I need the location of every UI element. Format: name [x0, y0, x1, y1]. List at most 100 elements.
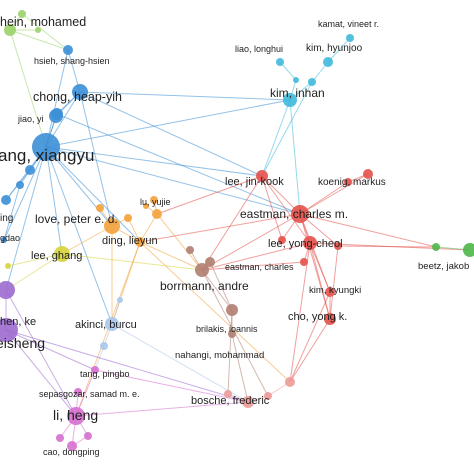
edge-blue-c-blue-left-2	[3, 184, 21, 241]
edge-love-peter-lee-ghang	[61, 225, 113, 255]
node-rd-b[interactable]	[278, 236, 286, 244]
edge-lee-yong-cheol-borrmann-andre	[201, 242, 311, 271]
node-nahangi-mohammad[interactable]	[228, 330, 236, 338]
label-layer: hein, mohamed hsieh, shang-hsien chong, …	[0, 15, 469, 457]
node-lu-b[interactable]	[143, 203, 149, 209]
edge-or-a-ding-lieyun	[139, 213, 158, 243]
node-label-lu-yujie: lu, yujie	[140, 197, 171, 207]
node-label-akinci-burcu: akinci, burcu	[75, 319, 137, 331]
node-label-chen-ke: hen, ke	[0, 316, 36, 328]
node-lee-yong-cheol[interactable]	[303, 236, 317, 250]
edge-eastman-charles-m-beetz-b	[299, 213, 437, 248]
node-pk-b[interactable]	[285, 377, 295, 387]
node-label-blue-left-2: gdao	[0, 233, 20, 243]
node-beetz-jakob[interactable]	[463, 243, 474, 257]
node-blue-b[interactable]	[25, 165, 35, 175]
node-hm-b[interactable]	[35, 27, 41, 33]
node-label-nahangi-mohammad: nahangi, mohammad	[175, 350, 264, 361]
node-lee-jin-kook[interactable]	[256, 170, 268, 182]
edge-weisheng-li-heng	[5, 329, 77, 417]
edge-eastman-charles-m-ding-lieyun	[139, 213, 301, 243]
node-kamat-vineet[interactable]	[346, 34, 354, 42]
node-akinci-burcu[interactable]	[105, 317, 119, 331]
edge-wang-xiangyu-akinci-burcu	[45, 146, 113, 325]
node-sepasgozar[interactable]	[74, 388, 82, 396]
node-rd-c[interactable]	[334, 242, 342, 250]
node-label-jiao-yi: jiao, yi	[17, 114, 44, 124]
node-kim-inhan[interactable]	[283, 93, 297, 107]
edge-lee-jin-kook-lee-yong-cheol	[261, 175, 311, 244]
node-lu-yujie[interactable]	[150, 196, 158, 204]
node-tang-pingbo[interactable]	[91, 366, 99, 374]
node-or-c[interactable]	[124, 214, 132, 222]
node-cy-b[interactable]	[293, 77, 299, 83]
node-blue-left-2[interactable]	[1, 237, 7, 243]
node-label-eastman-charles: eastman, charles	[225, 262, 294, 272]
node-li-heng[interactable]	[67, 407, 85, 425]
edge-lee-jin-kook-borrmann-andre	[201, 175, 263, 271]
node-liao-longhui[interactable]	[276, 58, 284, 66]
node-eastman-charles-m[interactable]	[291, 205, 309, 223]
node-label-kim-kyungki: kim, kyungki	[309, 285, 361, 296]
node-label-kim-inhan: kim, inhan	[270, 86, 325, 100]
node-lee-ghang[interactable]	[54, 246, 70, 262]
node-brilakis-ioannis[interactable]	[226, 304, 238, 316]
node-chong-heap-yih[interactable]	[72, 84, 88, 100]
node-rd-a[interactable]	[344, 178, 352, 186]
node-lb-a[interactable]	[100, 342, 108, 350]
edge-kim-inhan-eastman-charles-m	[289, 99, 301, 215]
node-label-bosche-frederic: bosche, frederic	[191, 395, 270, 407]
edge-brilakis-ioannis-pk-a	[227, 309, 233, 395]
edge-lee-jin-kook-rd-b	[261, 175, 283, 241]
node-label-cao-dongping: cao, dongping	[43, 447, 100, 457]
node-cao-dongping[interactable]	[67, 441, 77, 451]
node-koenig-markus[interactable]	[363, 169, 373, 179]
node-kim-kyungki[interactable]	[325, 287, 335, 297]
node-label-wang-xiangyu: ang, xiangyu	[0, 146, 94, 165]
node-hm-a[interactable]	[18, 10, 26, 18]
node-label-eastman-charles-m: eastman, charles m.	[240, 207, 348, 221]
node-label-beetz-jakob: beetz, jakob	[418, 261, 469, 272]
node-chen-ke[interactable]	[0, 281, 15, 299]
node-label-blue-left-1: ing	[0, 213, 13, 224]
node-blue-a[interactable]	[49, 109, 63, 123]
node-or-b[interactable]	[96, 204, 104, 212]
node-label-lee-jin-kook: lee, jin-kook	[225, 176, 284, 188]
node-weisheng[interactable]	[0, 318, 18, 342]
node-love-peter[interactable]	[104, 218, 120, 234]
node-br-a[interactable]	[205, 257, 215, 267]
node-blue-left-1[interactable]	[1, 195, 11, 205]
node-hein-mohamed[interactable]	[4, 24, 16, 36]
node-borrmann-andre[interactable]	[195, 263, 209, 277]
node-cho-yong-k[interactable]	[324, 313, 336, 325]
node-wang-xiangyu[interactable]	[32, 133, 60, 161]
node-cy-a[interactable]	[308, 78, 316, 86]
node-label-hsieh-shang-hsien: hsieh, shang-hsien	[34, 56, 110, 66]
node-kim-hyunjoo[interactable]	[323, 57, 333, 67]
edge-kim-kyungki-pk-b	[289, 291, 331, 383]
node-pk-a[interactable]	[224, 390, 232, 398]
edge-or-a-borrmann-andre	[156, 213, 203, 271]
node-mg-a[interactable]	[84, 432, 92, 440]
edge-eastman-charles-m-borrmann-andre	[201, 213, 301, 271]
edge-koenig-markus-eastman-charles-m	[299, 173, 369, 215]
node-or-a[interactable]	[152, 209, 162, 219]
edge-chen-ke-li-heng	[5, 289, 77, 417]
node-label-chong-heap-yih: chong, heap-yih	[33, 90, 122, 104]
node-yl-a[interactable]	[5, 263, 11, 269]
node-label-hein-mohamed: hein, mohamed	[0, 15, 86, 29]
node-blue-c[interactable]	[16, 181, 24, 189]
node-eastman-charles[interactable]	[300, 258, 308, 266]
node-beetz-b[interactable]	[432, 243, 440, 251]
edge-nahangi-mohammad-bosche-frederic	[231, 333, 249, 403]
node-pk-c[interactable]	[264, 392, 272, 400]
edge-lee-ghang-borrmann-andre	[61, 253, 203, 271]
node-br-b[interactable]	[186, 246, 194, 254]
node-ding-lieyun[interactable]	[135, 237, 145, 247]
node-lb-b[interactable]	[117, 297, 123, 303]
edge-borrmann-andre-brilakis-ioannis	[201, 269, 233, 311]
node-hsieh-shang-hsien[interactable]	[63, 45, 73, 55]
node-bosche-frederic[interactable]	[242, 396, 254, 408]
node-mg-b[interactable]	[56, 434, 64, 442]
